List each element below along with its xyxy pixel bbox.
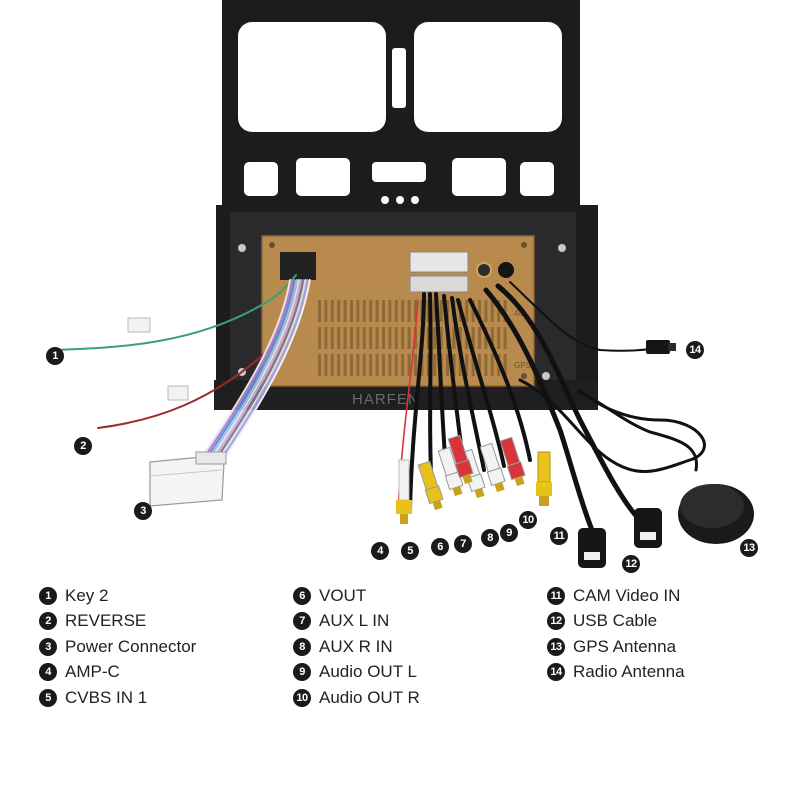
callout-2: 2 <box>74 437 92 455</box>
legend-number: 12 <box>547 612 565 631</box>
callout-12: 12 <box>622 555 640 573</box>
wire-tags <box>127 317 189 401</box>
legend-item: 4 AMP-C <box>39 660 196 686</box>
legend-item: 6 VOUT <box>293 583 420 609</box>
callout-13: 13 <box>740 539 758 557</box>
legend-column-3: 11 CAM Video IN 12 USB Cable 13 GPS Antenna… <box>547 583 685 685</box>
legend-label: AUX L IN <box>319 611 390 631</box>
legend-item: 3 Power Connector <box>39 634 196 660</box>
legend-label: AUX R IN <box>319 636 393 656</box>
legend-label: USB Cable <box>573 611 658 631</box>
legend-number: 14 <box>547 663 565 682</box>
callout-14: 14 <box>686 341 704 359</box>
rca-plugs <box>396 434 552 524</box>
legend-item: 5 CVBS IN 1 <box>39 685 196 711</box>
legend-number: 2 <box>39 612 57 631</box>
legend-item: 13 GPS Antenna <box>547 634 685 660</box>
usb-plugs <box>578 508 662 568</box>
legend-item: 1 Key 2 <box>39 583 196 609</box>
legend-label: CAM Video IN <box>573 585 681 605</box>
legend-label: VOUT <box>319 585 367 605</box>
port-label-4g: 4G <box>514 309 525 318</box>
legend-item: 7 AUX L IN <box>293 609 420 635</box>
legend-number: 4 <box>39 663 57 682</box>
callout-1: 1 <box>46 347 64 365</box>
legend-label: AMP-C <box>65 662 120 682</box>
head-unit-body: 4G GPS HARFEN <box>238 235 566 408</box>
legend-label: GPS Antenna <box>573 636 677 656</box>
callout-8: 8 <box>481 529 499 547</box>
legend-item: 14 Radio Antenna <box>547 660 685 686</box>
callout-10: 10 <box>519 511 537 529</box>
legend-number: 5 <box>39 688 57 707</box>
legend-column-2: 6 VOUT 7 AUX L IN 8 AUX R IN 9 Audio OUT L 1… <box>293 583 420 711</box>
callout-11: 11 <box>550 527 568 545</box>
legend-item: 12 USB Cable <box>547 609 685 635</box>
legend-item: 8 AUX R IN <box>293 634 420 660</box>
callout-4: 4 <box>371 542 389 560</box>
rca-cables <box>397 281 706 533</box>
legend-label: REVERSE <box>65 611 147 631</box>
legend-number: 3 <box>39 637 57 656</box>
left-wires <box>51 274 311 461</box>
legend-label: Power Connector <box>65 636 197 656</box>
gps-antenna <box>678 484 754 544</box>
legend-label: CVBS IN 1 <box>65 687 148 707</box>
legend-label: Key 2 <box>65 585 109 605</box>
callout-6: 6 <box>431 538 449 556</box>
callout-5: 5 <box>401 542 419 560</box>
legend-number: 9 <box>293 663 311 682</box>
legend-item: 2 REVERSE <box>39 609 196 635</box>
legend-number: 7 <box>293 612 311 631</box>
port-label-gps: GPS <box>514 361 531 370</box>
legend-label: Audio OUT R <box>319 687 420 707</box>
power-connector <box>149 451 227 507</box>
callout-3: 3 <box>134 502 152 520</box>
legend-number: 10 <box>293 688 311 707</box>
legend-number: 1 <box>39 586 57 605</box>
callout-7: 7 <box>454 535 472 553</box>
legend-number: 11 <box>547 586 565 605</box>
legend-number: 13 <box>547 637 565 656</box>
legend-item: 9 Audio OUT L <box>293 660 420 686</box>
legend-number: 6 <box>293 586 311 605</box>
legend-item: 10 Audio OUT R <box>293 685 420 711</box>
legend-label: Audio OUT L <box>319 662 417 682</box>
radio-antenna-plug <box>646 340 676 354</box>
legend-label: Radio Antenna <box>573 662 685 682</box>
callout-9: 9 <box>500 524 518 542</box>
legend-number: 8 <box>293 637 311 656</box>
legend-item: 11 CAM Video IN <box>547 583 685 609</box>
brand-watermark: HARFEN <box>352 391 420 408</box>
